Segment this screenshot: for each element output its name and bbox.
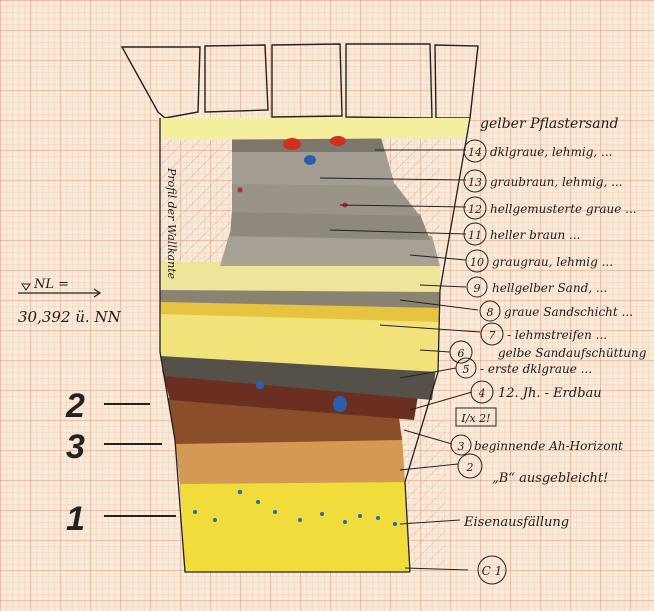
layer-num-9: 9 bbox=[474, 282, 481, 295]
layer-text-9: hellgelber Sand, ... bbox=[492, 281, 607, 295]
layer-num-4: 4 bbox=[478, 387, 486, 400]
layer-text-11: heller braun ... bbox=[490, 228, 580, 242]
layer-text-12: hellgemusterte graue ... bbox=[490, 202, 637, 216]
marker-1: 1 bbox=[66, 500, 85, 538]
layer-1-yellow-sand bbox=[180, 478, 410, 572]
layer-num-5: 5 bbox=[463, 363, 470, 376]
layer-num-2: 2 bbox=[466, 461, 474, 474]
layer-num-3: 3 bbox=[458, 440, 465, 453]
layer-num-13: 13 bbox=[468, 176, 482, 189]
top-note: gelber Pflastersand bbox=[480, 116, 619, 132]
layer-text-4: 12. Jh. - Erdbau bbox=[498, 386, 602, 401]
layer-text-10: graugrau, lehmig ... bbox=[492, 255, 613, 269]
layer-text-5: - erste dklgraue ... bbox=[480, 362, 592, 376]
layer-num-1: C 1 bbox=[482, 564, 503, 578]
layer-num-12: 12 bbox=[468, 203, 482, 216]
marker-2: 2 bbox=[65, 387, 85, 425]
layer-num-8: 8 bbox=[487, 306, 494, 319]
layer-text-13: graubraun, lehmig, ... bbox=[490, 175, 623, 189]
layer-text-3: beginnende Ah-Horizont bbox=[474, 439, 623, 453]
period-box-label: I/x 2! bbox=[460, 412, 490, 425]
layer-num-11: 11 bbox=[468, 229, 482, 242]
layer-9-light-yellow bbox=[160, 262, 440, 292]
layer-text-6: gelbe Sandaufschüttung bbox=[498, 346, 647, 360]
layer-13-grey-brown bbox=[232, 150, 395, 186]
bottom-note: Eisenausfällung bbox=[463, 515, 569, 530]
layer-num-7: 7 bbox=[489, 329, 496, 342]
layer-num-10: 10 bbox=[470, 256, 484, 269]
layer-text-2: „B“ ausgebleicht! bbox=[492, 471, 608, 486]
water-level-value: 30,392 ü. NN bbox=[18, 308, 122, 326]
marker-3: 3 bbox=[66, 428, 85, 466]
pavement-sand bbox=[158, 118, 470, 140]
layer-text-7: - lehmstreifen ... bbox=[507, 328, 607, 342]
water-level-label: NL = bbox=[33, 277, 69, 292]
layer-text-8: graue Sandschicht ... bbox=[504, 305, 633, 319]
layer-text-14: dklgraue, lehmig, ... bbox=[490, 145, 612, 159]
layer-num-14: 14 bbox=[468, 146, 482, 159]
side-note: Profil der Wallkante bbox=[165, 167, 178, 280]
